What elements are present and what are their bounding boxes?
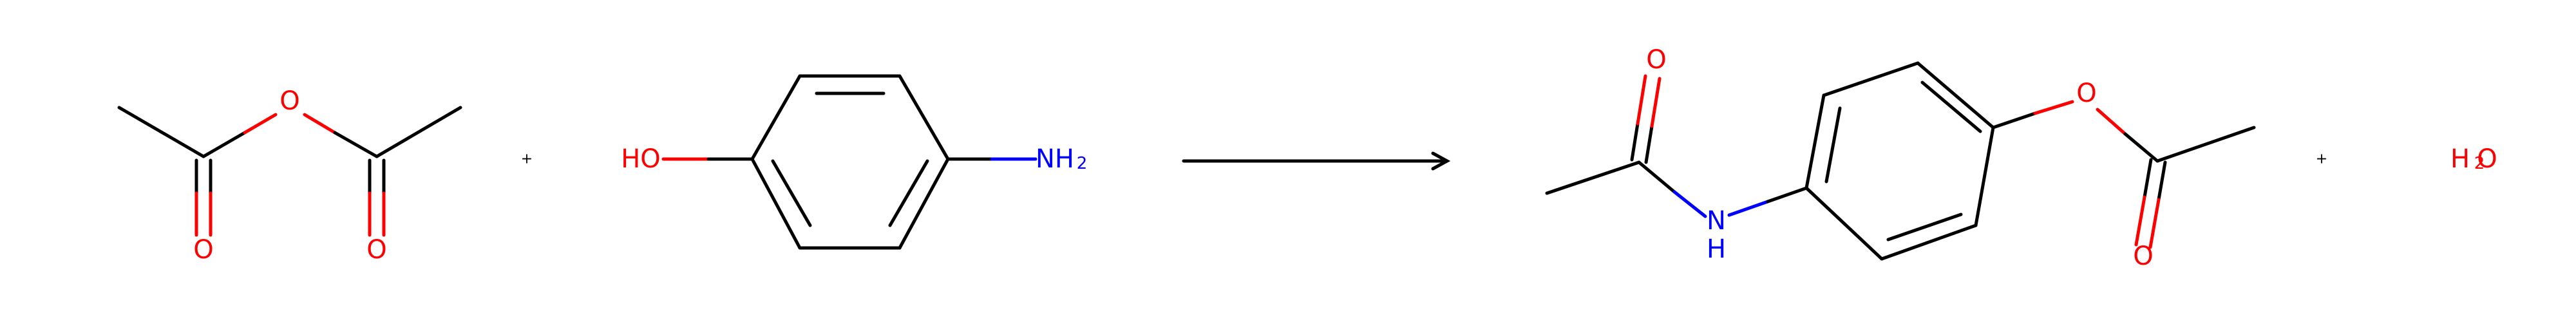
p-ring-bond-6 [1804,186,1884,261]
bond-ring-ester-o-o [2033,100,2074,115]
atom-amine-subscript: 2 [1077,154,1088,173]
atom-ester-oxygen: O [2076,79,2096,108]
bond-methyl-carbonyl-left [117,106,205,158]
bond-ester-co-b-c [2157,160,2167,202]
p-ring-inner-right [1920,80,1982,133]
bond-n-ring-n [1727,200,1770,217]
arrow-head [1431,151,1451,171]
bond-ester-methyl [2155,126,2256,163]
reactant-acetic-anhydride: O O O [117,86,462,265]
bond-ester-co-a-c [2143,158,2153,199]
ring-bond-4 [898,157,950,250]
bond-carbonyl-bridge-left-o [243,113,278,135]
ring-bond-6 [750,157,802,250]
p-ring-inner-left [1824,106,1842,184]
atom-amide-nitrogen: N [1707,206,1726,236]
ring-inner-double-left [771,159,812,227]
bond-ester-o-carbonyl-o [2096,108,2127,136]
bond-bridge-carbonyl-right-c [333,131,379,158]
p-ring-bond-3 [1916,61,1995,129]
bond-amide-cn-n [1672,190,1707,218]
bond-bridge-carbonyl-right-o [303,113,337,135]
ring-inner-double-right [888,159,929,227]
reaction-arrow [1182,151,1451,171]
bond-ester-o-carbonyl-c [2123,132,2159,163]
atom-water-oxygen: O [2477,144,2497,174]
p-ring-inner-bottom [1886,213,1963,242]
bond-amide-co-b-o [1650,77,1662,128]
atom-bridge-oxygen: O [279,86,299,116]
plus-sign-products: + [2316,151,2327,167]
bond-amide-co-a-o [1636,74,1647,126]
atom-ester-carbonyl-oxygen: O [2133,242,2153,271]
atom-hydroxyl: HO [621,144,661,174]
atom-amide-oxygen: O [1646,45,1666,75]
atom-water-subscript: 2 [2474,154,2485,173]
bond-n-ring-c [1766,186,1808,204]
plus-sign-reactants: + [521,151,533,167]
reactant-4-aminophenol: HO NH 2 [621,74,1088,250]
atom-amine-nitrogen: NH [1036,144,1074,174]
atom-carbonyl-oxygen-left: O [193,235,213,265]
p-ring-bond-2 [1822,61,1920,97]
p-ring-bond-4 [1974,126,1995,227]
atom-carbonyl-oxygen-right: O [366,235,386,265]
product-acetaminophen-acetate: O N H O O [1545,45,2256,271]
p-ring-bond-5 [1880,223,1978,261]
ring-bond-1 [750,74,802,161]
bond-carbonyl-bridge-left-c [202,131,247,158]
bond-ester-co-b-o [2148,198,2161,249]
product-water: H 2 O [2450,144,2497,174]
bond-amide-co-a-c [1630,122,1640,162]
bond-ester-co-a-o [2134,195,2146,247]
bond-amide-methyl [1545,160,1641,195]
atom-water-hydrogen: H [2450,144,2470,174]
bond-amide-co-b-c [1644,124,1654,164]
p-ring-bond-1 [1804,93,1826,190]
atom-amide-hydrogen: H [1707,234,1726,264]
bond-carbonyl-methyl-right [375,106,462,158]
bond-amide-cn-c [1637,160,1676,194]
bond-ring-ester-o-c [1991,111,2037,129]
ring-bond-3 [898,74,950,161]
